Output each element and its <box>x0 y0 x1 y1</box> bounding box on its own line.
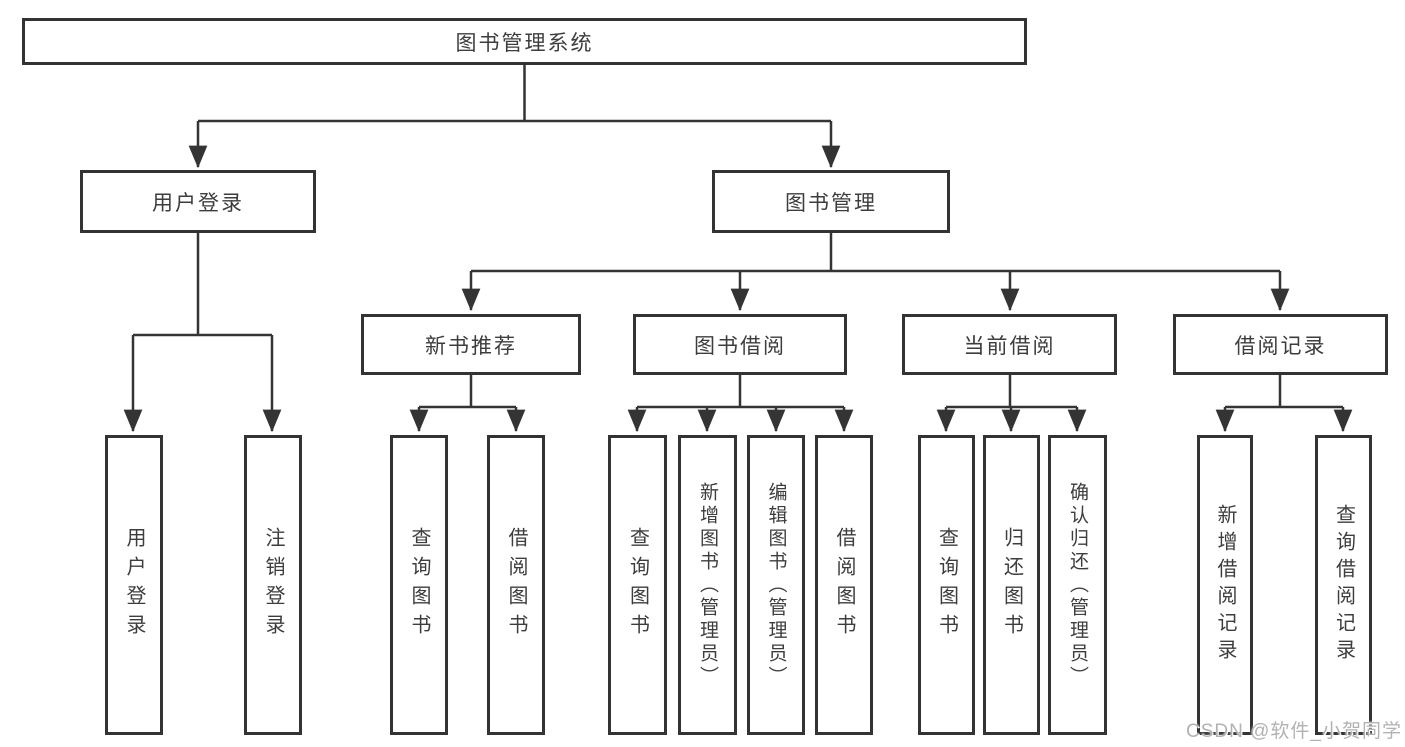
leaf-add-book: 新增图书（管理员） <box>678 435 737 735</box>
leaf-borrow-book-2-label: 借阅图书 <box>833 527 855 643</box>
node-book-borrow-label: 图书借阅 <box>694 334 786 358</box>
edge-bookborrow-trunk <box>637 375 844 409</box>
leaf-query-book-3: 查询图书 <box>918 435 975 735</box>
leaf-query-book-1-label: 查询图书 <box>408 527 430 643</box>
leaf-edit-book: 编辑图书（管理员） <box>747 435 805 735</box>
leaf-add-borrow-record-label: 新增借阅记录 <box>1214 504 1236 666</box>
leaf-return-book: 归还图书 <box>983 435 1040 735</box>
csdn-watermark: CSDN @软件_小贺同学 <box>1186 721 1402 742</box>
leaf-edit-book-label: 编辑图书（管理员） <box>765 481 787 689</box>
node-borrow-records-label: 借阅记录 <box>1234 334 1327 358</box>
node-current-borrow-label: 当前借阅 <box>963 334 1056 358</box>
leaf-add-book-label: 新增图书（管理员） <box>697 481 718 689</box>
leaf-confirm-return-label: 确认归还（管理员） <box>1067 481 1088 689</box>
node-root-label: 图书管理系统 <box>455 31 594 55</box>
node-book-borrow: 图书借阅 <box>633 314 847 375</box>
leaf-query-borrow-record-label: 查询借阅记录 <box>1332 504 1355 666</box>
leaf-borrow-book-1-label: 借阅图书 <box>505 527 527 643</box>
node-new-book-recommend: 新书推荐 <box>361 314 581 375</box>
leaf-confirm-return: 确认归还（管理员） <box>1048 435 1107 735</box>
leaf-query-book-2: 查询图书 <box>608 435 667 735</box>
edge-bookmgmt-trunk <box>471 231 1280 273</box>
edge-newbookrec-trunk <box>419 375 516 409</box>
node-current-borrow: 当前借阅 <box>902 314 1117 375</box>
edge-currentborrow-trunk <box>946 375 1077 409</box>
leaf-return-book-label: 归还图书 <box>1000 527 1023 643</box>
leaf-logout-label: 注销登录 <box>262 527 284 643</box>
node-borrow-records: 借阅记录 <box>1173 314 1388 375</box>
edge-userlogin-trunk <box>133 232 272 337</box>
leaf-query-book-1: 查询图书 <box>390 435 448 735</box>
node-user-login-branch-label: 用户登录 <box>152 191 244 215</box>
leaf-borrow-book-2: 借阅图书 <box>815 435 873 735</box>
leaf-query-borrow-record: 查询借阅记录 <box>1315 435 1372 735</box>
node-book-management-label: 图书管理 <box>785 191 877 215</box>
node-user-login-branch: 用户登录 <box>80 170 316 233</box>
leaf-query-book-3-label: 查询图书 <box>935 527 958 643</box>
leaf-query-book-2-label: 查询图书 <box>626 527 649 643</box>
leaf-borrow-book-1: 借阅图书 <box>487 435 545 735</box>
leaf-user-login: 用户登录 <box>105 435 163 735</box>
edge-records-trunk <box>1225 375 1343 409</box>
node-book-management: 图书管理 <box>712 170 950 233</box>
leaf-user-login-label: 用户登录 <box>123 527 145 643</box>
edge-root-trunk <box>198 64 831 123</box>
leaf-logout: 注销登录 <box>244 435 302 735</box>
node-new-book-recommend-label: 新书推荐 <box>425 334 517 358</box>
leaf-add-borrow-record: 新增借阅记录 <box>1197 435 1253 735</box>
node-root: 图书管理系统 <box>22 18 1027 65</box>
